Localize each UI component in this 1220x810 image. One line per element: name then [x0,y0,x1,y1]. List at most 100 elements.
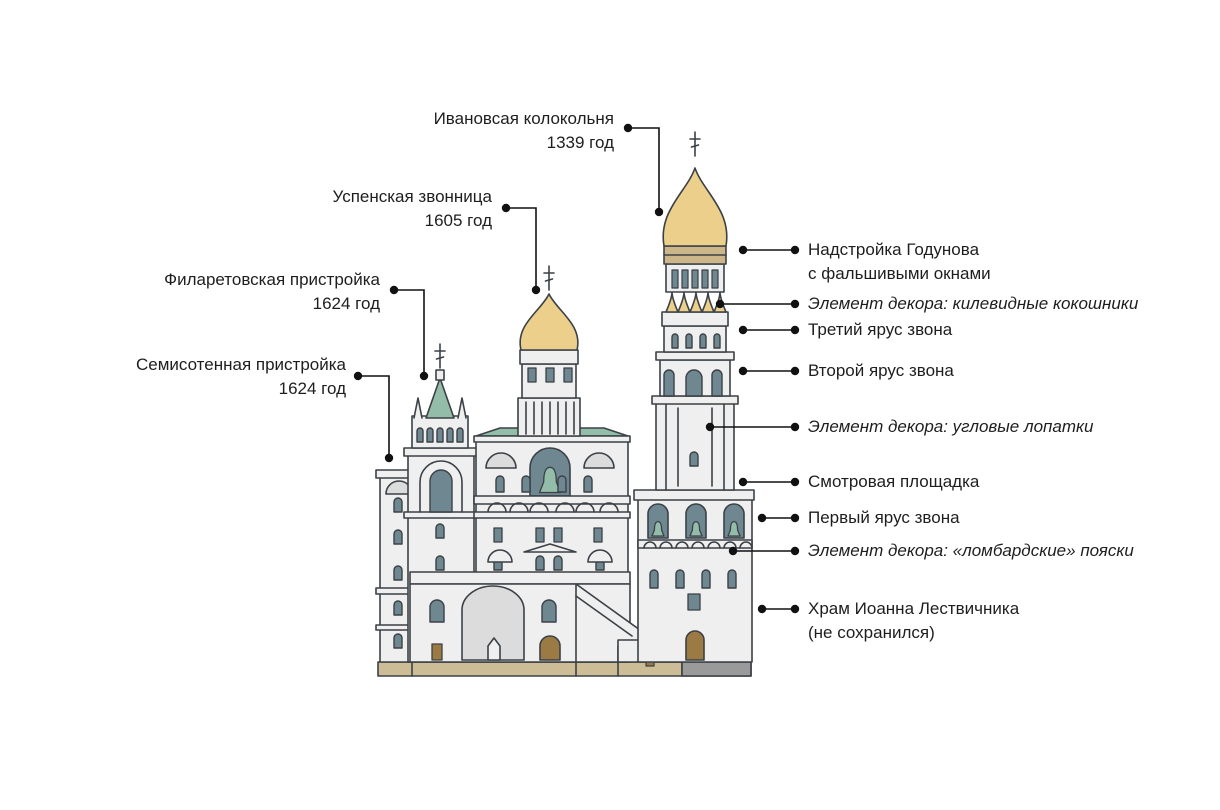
bell-tower-gold-dome [662,167,728,247]
ground-window [429,599,445,623]
label-semisotennaya-annex: Семисотенная пристройка 1624 год [136,353,346,401]
label-line1: Второй ярус звона [808,361,954,380]
uspenskaya-low-window [553,555,563,571]
base-window [727,569,737,589]
first-tier-bell [689,520,703,537]
lombard-arch [529,502,549,513]
leader-dot [738,366,748,376]
uspenskaya-window [557,475,567,493]
label-year: 1624 год [312,294,380,313]
label-filaret-annex: Филаретовская пристройка 1624 год [164,268,380,316]
ground-dark [681,661,752,677]
lombard-band [637,539,753,549]
uspenskaya-mid-window [553,527,563,543]
leader-filaret [394,289,425,376]
label-line1: Элемент декора: килевидные кокошники [808,294,1139,313]
leader-semisotennaya [358,375,390,458]
leader-dot [654,207,664,217]
leader-dot [757,604,767,614]
building-illustration [375,131,755,677]
base-window [701,569,711,589]
annex-window [393,497,403,513]
kokoshnik [701,291,715,313]
label-third-tier: Третий ярус звона [808,318,952,342]
ground-window [541,599,557,623]
lombard-arch [643,541,657,549]
lombard-arch [555,502,575,513]
lombard-arch [723,541,737,549]
filaret-drum-window [416,427,424,443]
label-line1: Надстройка Годунова [808,240,980,259]
annex-window [393,529,403,545]
ground-arched-door [539,635,561,661]
label-line1: Элемент декора: угловые лопатки [808,417,1094,436]
label-ioann-church: Храм Иоанна Лествичника (не сохранился) [808,597,1019,645]
filaret-band [403,511,479,519]
label-line1: Элемент декора: «ломбардские» пояски [808,541,1134,560]
leader-dot [790,546,800,556]
label-uspenskaya-belfry: Успенская звонница 1605 год [333,185,492,233]
cross-slant [435,356,445,360]
leader-dot [790,325,800,335]
leader-dot [623,123,633,133]
label-title: Семисотенная пристройка [135,355,346,374]
filaret-tent-lantern [435,369,445,381]
cross-slant [544,278,554,282]
uspenskaya-window [495,475,505,493]
uspenskaya-band [473,511,631,519]
label-line2: с фальшивыми окнами [808,264,991,283]
label-lombard-bands: Элемент декора: «ломбардские» пояски [808,539,1134,563]
label-line1: Первый ярус звона [808,508,960,527]
leader-dot [728,546,738,556]
lombard-arch [675,541,689,549]
label-first-tier: Первый ярус звона [808,506,960,530]
leader-dot [389,285,399,295]
label-line2: (не сохранился) [808,623,935,642]
filaret-window [435,523,445,539]
label-line1: Третий ярус звона [808,320,953,339]
leader-dot [790,299,800,309]
uspenskaya-mid-window [493,527,503,543]
filaret-drum-window [436,427,444,443]
annex-window [393,600,403,616]
label-title: Успенская звонница [332,187,492,206]
label-year: 1339 год [546,133,614,152]
third-tier-opening [713,333,721,349]
uspenskaya-window [521,475,531,493]
first-tier-bell [651,520,665,537]
kokoshnik [665,291,679,313]
second-tier-cornice [651,395,739,405]
annex-window [393,565,403,581]
filaret-big-arch [419,460,463,513]
third-tier-opening [671,333,679,349]
label-kokoshniki: Элемент декора: килевидные кокошники [808,292,1138,316]
upper-arch-right [583,452,615,469]
second-tier-opening [663,369,675,397]
uspenskaya-upper-arcade [517,397,581,437]
second-tier-opening [711,369,723,397]
label-line1: Смотровая площадка [808,472,980,491]
ground-floor-arcade [461,585,525,661]
tower-middle-octagon [655,401,735,491]
filaret-large-window [429,469,453,513]
leader-dot [738,245,748,255]
leader-dot [705,422,715,432]
base-window [675,569,685,589]
leader-dot [419,371,429,381]
stair-rail [575,595,633,637]
drum-window [545,367,555,383]
filaret-pinnacle [457,397,467,419]
leader-dot [790,604,800,614]
filaret-drum-window [446,427,454,443]
label-title: Филаретовская пристройка [164,270,380,289]
leader-ivan-bell-tower [628,127,660,212]
label-observation-deck: Смотровая площадка [808,470,979,494]
leader-dot [757,513,767,523]
leader-dot [501,203,511,213]
kokoshnik [677,291,691,313]
base-window [649,569,659,589]
middle-window [689,451,699,467]
leader-dot [790,513,800,523]
side-pediment [587,549,613,563]
